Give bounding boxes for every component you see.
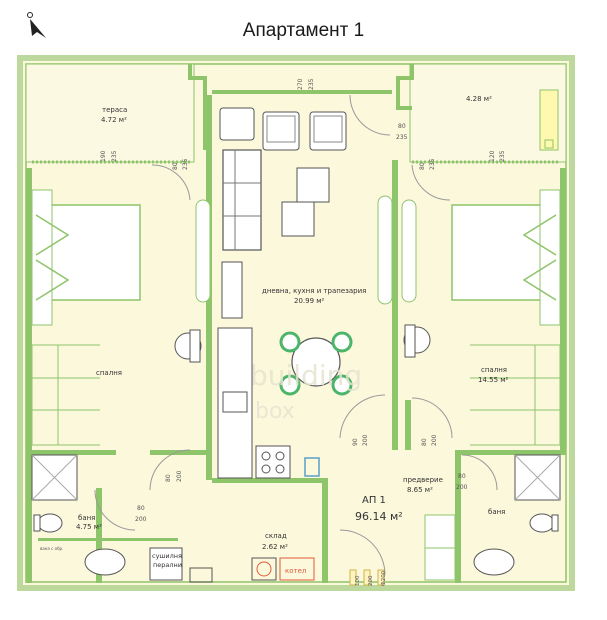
small-note: вана с обр. — [40, 546, 63, 551]
laundry-line2: перални — [153, 561, 182, 569]
dim-d5-h: 200 — [456, 484, 468, 491]
dim-tl-h: 235 — [111, 150, 118, 162]
dim-d4-h: 200 — [135, 516, 147, 523]
bedroom-right-area: 14.55 м² — [478, 376, 509, 384]
watermark-line1: building — [250, 359, 362, 392]
coffee-table-1 — [296, 167, 330, 203]
outer-wall — [17, 55, 575, 591]
dim-d1-h: 200 — [362, 434, 369, 446]
sink-left — [84, 548, 126, 576]
armchair-3 — [309, 111, 347, 151]
bath-right-name: баня — [488, 508, 505, 516]
hall-area: 8.65 м² — [407, 486, 433, 494]
terrace-left-area: 4.72 м² — [101, 116, 127, 124]
dim-top-w: 270 — [297, 78, 304, 90]
dim-b1: 100 — [355, 575, 361, 586]
dim-d1-w: 90 — [352, 438, 359, 446]
storage-name: склад — [265, 532, 287, 540]
wall-right-partition — [392, 160, 398, 450]
armchair-2 — [262, 111, 300, 151]
dim-d2-w: 80 — [421, 438, 428, 446]
apartment-code: АП 1 — [362, 495, 386, 506]
page-title: Апартамент 1 — [242, 20, 365, 41]
apartment-area: 96.14 м² — [355, 510, 403, 523]
dim-d5-w: 80 — [458, 473, 466, 480]
dim-top-h: 235 — [308, 78, 315, 90]
terrace-right-area: 4.28 м² — [466, 95, 492, 103]
sofa — [222, 149, 262, 251]
bath-left-name: баня — [78, 514, 95, 522]
terrace-left-name: тераса — [102, 106, 127, 114]
dim-tr3-w: 120 — [489, 150, 496, 162]
storage-area: 2.62 м² — [262, 543, 288, 551]
toilet-left — [37, 513, 63, 533]
coffee-table-2 — [281, 201, 315, 237]
dim-d2-h: 200 — [431, 434, 438, 446]
watermark-line2: box — [255, 399, 295, 424]
sink-right — [473, 548, 515, 576]
dim-tl2-w: 80 — [172, 162, 179, 170]
dining-table — [291, 337, 341, 387]
hall-name: предверие — [403, 476, 443, 484]
dim-tr-w: 80 — [398, 123, 406, 130]
dim-d4-w: 80 — [137, 505, 145, 512]
dim-b2: 200 — [368, 575, 374, 586]
dim-b3: Ф200 — [381, 570, 387, 586]
dim-tl-w: 190 — [100, 150, 107, 162]
kitchen-counter — [217, 327, 253, 479]
stove — [255, 445, 291, 479]
laundry-line1: сушилня — [152, 552, 182, 560]
dim-tr2-w: 80 — [419, 162, 426, 170]
dim-tl2-h: 235 — [182, 158, 189, 170]
dim-d3-h: 200 — [176, 470, 183, 482]
boiler-label: котел — [285, 567, 306, 575]
bedroom-right-name: спалня — [481, 366, 507, 374]
dim-tr2-h: 235 — [429, 158, 436, 170]
armchair-1 — [219, 107, 255, 141]
dim-d3-w: 80 — [165, 474, 172, 482]
dim-tr-h: 235 — [396, 134, 408, 141]
bath-left-area: 4.75 м² — [76, 523, 102, 531]
toilet-right — [529, 513, 555, 533]
living-name: дневна, кухня и трапезария — [262, 287, 366, 295]
bedroom-left-name: спалня — [96, 369, 122, 377]
dim-tr3-h: 235 — [499, 150, 506, 162]
north-arrow-icon — [27, 12, 46, 38]
terrace-left — [25, 63, 195, 163]
laundry-box — [149, 547, 183, 581]
living-area: 20.99 м² — [294, 297, 325, 305]
